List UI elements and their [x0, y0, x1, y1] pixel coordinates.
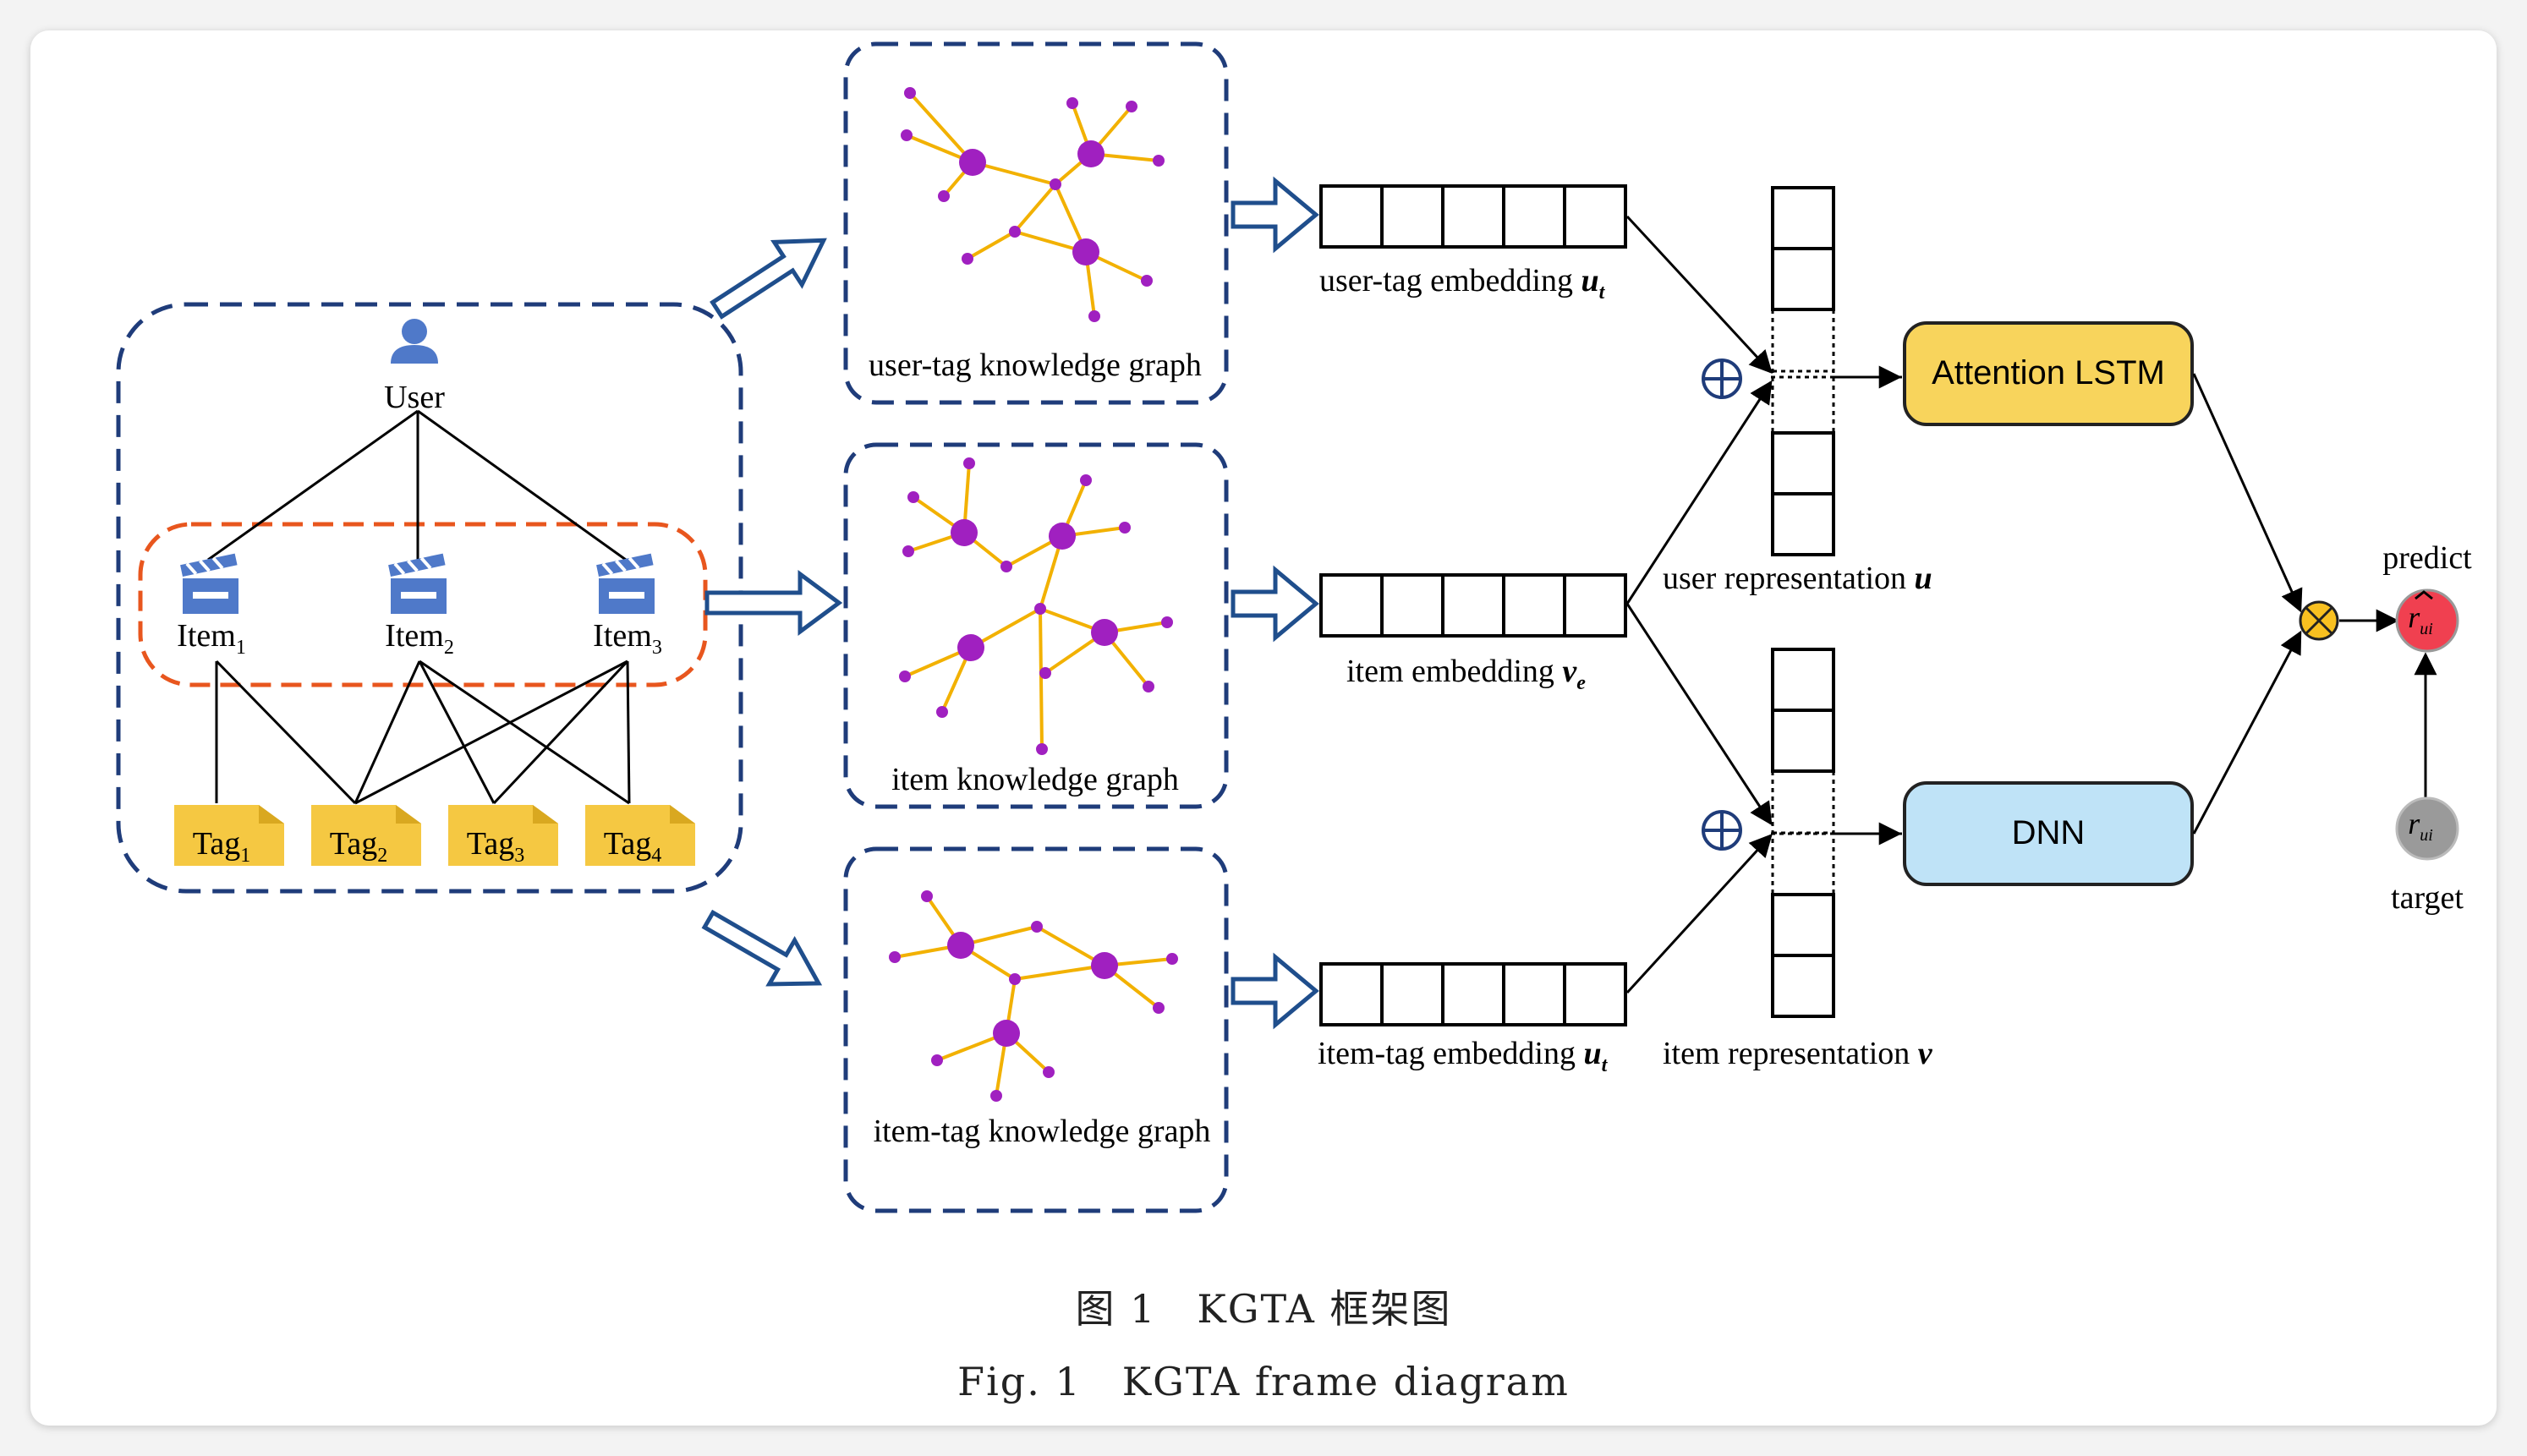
merge-lines	[1625, 215, 1903, 994]
item-tag-graph-box	[843, 846, 1229, 1213]
user-representation-label: user representation u	[1663, 561, 1932, 596]
graph-panels: user-tag knowledge graph	[843, 41, 1229, 1213]
svg-text:Tag3: Tag3	[467, 826, 524, 867]
item-representation-column	[1771, 648, 1835, 1018]
item-label-3: Item3	[593, 618, 662, 659]
arrow-to-item-tag-graph	[701, 909, 823, 987]
clapperboard-icon	[180, 553, 238, 614]
arrow-to-item-embedding	[1231, 565, 1319, 643]
predict-label: predict	[2382, 540, 2472, 576]
circled-times-icon	[2299, 600, 2339, 641]
figure-card	[30, 30, 2497, 1426]
target-label: target	[2391, 880, 2464, 916]
arrow-to-item-tag-embedding	[1231, 952, 1319, 1030]
dnn-module: DNN	[1903, 781, 2194, 886]
circled-plus-icon	[1702, 810, 1742, 851]
item-tag-embedding-label: item-tag embedding ut	[1318, 1036, 1609, 1076]
hierarchy-to-graph-arrows	[701, 238, 843, 987]
circled-plus-icon	[1702, 359, 1742, 399]
tag-box-2: Tag2	[311, 805, 421, 867]
svg-text:Tag4: Tag4	[604, 826, 661, 867]
user-tag-graph-network	[901, 87, 1165, 322]
item-label-1: Item1	[177, 618, 246, 659]
attention-lstm-module: Attention LSTM	[1903, 321, 2194, 426]
item-graph-box	[843, 442, 1229, 809]
tag-box-3: Tag3	[448, 805, 558, 867]
item-graph-label: item knowledge graph	[891, 762, 1179, 797]
user-tag-embedding-label: user-tag embedding ut	[1319, 263, 1606, 304]
item-tag-embedding-vector	[1319, 962, 1627, 1026]
item-label-2: Item2	[385, 618, 454, 659]
svg-text:Tag1: Tag1	[193, 826, 250, 867]
item-tag-graph-label: item-tag knowledge graph	[874, 1114, 1211, 1149]
user-item-links	[207, 409, 627, 561]
arrow-to-user-tag-graph	[710, 238, 827, 320]
embedding-vectors	[1319, 184, 1627, 1026]
arrow-to-item-graph	[704, 570, 843, 636]
caption-english: Fig. 1 KGTA frame diagram	[957, 1359, 1570, 1404]
svg-text:Tag2: Tag2	[330, 826, 387, 867]
tag-box-1: Tag1	[174, 805, 284, 867]
clapperboard-icon	[388, 553, 447, 614]
user-tag-graph-box	[843, 41, 1229, 405]
svg-text:rui: rui	[2408, 807, 2433, 845]
arrow-to-user-tag-embedding	[1231, 176, 1319, 254]
user-label: User	[384, 380, 445, 415]
clapperboard-icon	[596, 553, 655, 614]
svg-text:DNN: DNN	[2012, 814, 2086, 851]
item-graph-network	[899, 457, 1173, 755]
person-icon	[391, 319, 438, 364]
svg-text:Attention LSTM: Attention LSTM	[1932, 354, 2165, 391]
user-tag-embedding-vector	[1319, 184, 1627, 249]
items-dashed-box	[138, 522, 708, 687]
target-node: rui	[2395, 796, 2459, 861]
item-embedding-label: item embedding ve	[1346, 654, 1586, 694]
item-tag-links	[215, 660, 631, 805]
tag-box-4: Tag4	[585, 805, 695, 867]
svg-text:rui: rui	[2408, 600, 2433, 638]
caption-chinese: 图 1 KGTA 框架图	[1075, 1286, 1452, 1332]
item-tag-graph-network	[889, 890, 1178, 1102]
item-representation-label: item representation v	[1663, 1036, 1933, 1071]
output-lines	[2192, 373, 2437, 835]
predict-node: rui	[2395, 588, 2459, 653]
graph-to-embedding-arrows	[1231, 176, 1319, 1030]
hierarchy-panel: User Item1 Item2 It	[116, 302, 743, 894]
user-representation-column	[1771, 186, 1835, 556]
item-embedding-vector	[1319, 573, 1627, 638]
user-tag-graph-label: user-tag knowledge graph	[869, 348, 1202, 383]
